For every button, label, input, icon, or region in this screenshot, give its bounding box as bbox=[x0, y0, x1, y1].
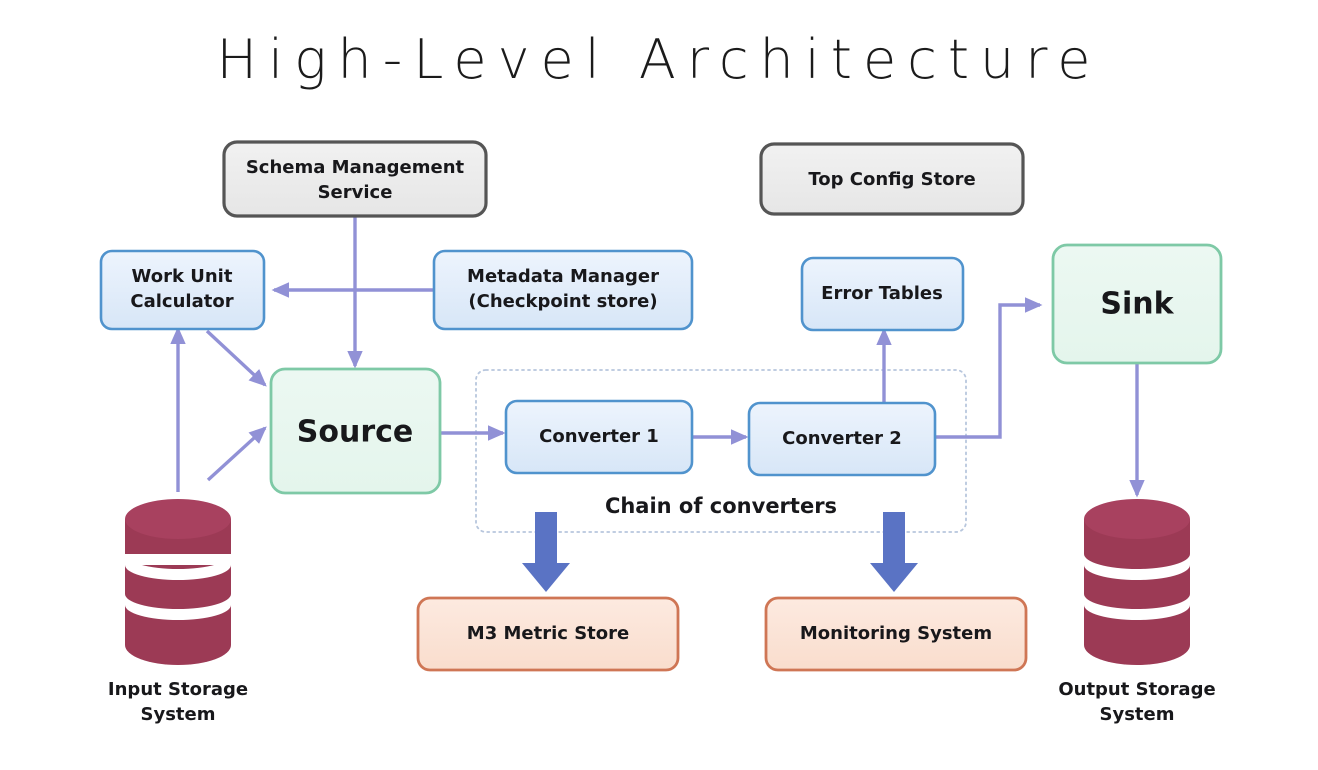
arrow-input-db-to-source bbox=[206, 426, 267, 482]
node-error-tables-label: Error Tables bbox=[821, 283, 943, 304]
chain-of-converters-boundary bbox=[475, 369, 967, 533]
node-m3-metric-store-label: M3 Metric Store bbox=[467, 623, 629, 644]
node-schema-management-service-label-line2: Service bbox=[318, 182, 393, 203]
node-sink-label: Sink bbox=[1100, 287, 1174, 322]
node-metadata-manager[interactable]: Metadata Manager (Checkpoint store) bbox=[432, 249, 694, 331]
database-cylinder-icon bbox=[1084, 499, 1190, 665]
database-input-storage-system[interactable]: Input Storage System bbox=[108, 499, 248, 725]
arrow-converter-2-to-sink bbox=[935, 297, 1043, 439]
database-input-storage-system-label-line1: Input Storage bbox=[108, 679, 248, 700]
database-output-storage-system[interactable]: Output Storage System bbox=[1058, 499, 1216, 725]
node-work-unit-calculator-label-line1: Work Unit bbox=[132, 266, 233, 287]
node-metadata-manager-label-line2: (Checkpoint store) bbox=[468, 291, 657, 312]
node-sink[interactable]: Sink bbox=[1051, 243, 1223, 365]
arrow-work-unit-to-source bbox=[205, 329, 267, 387]
connector-arrows bbox=[170, 215, 1145, 498]
node-error-tables[interactable]: Error Tables bbox=[800, 256, 965, 332]
node-converter-2[interactable]: Converter 2 bbox=[747, 401, 937, 477]
node-metadata-manager-label-line1: Metadata Manager bbox=[467, 266, 659, 287]
node-source-label: Source bbox=[297, 415, 414, 450]
database-output-storage-system-label-line2: System bbox=[1100, 704, 1175, 725]
node-converter-1[interactable]: Converter 1 bbox=[504, 399, 694, 475]
node-converter-2-label: Converter 2 bbox=[782, 428, 902, 449]
database-output-storage-system-label-line1: Output Storage bbox=[1058, 679, 1215, 700]
node-work-unit-calculator[interactable]: Work Unit Calculator bbox=[99, 249, 266, 331]
node-monitoring-system-label: Monitoring System bbox=[800, 623, 992, 644]
arrow-converter-1-to-m3-metric-store bbox=[522, 512, 570, 592]
chain-of-converters-group: Chain of converters bbox=[475, 369, 967, 533]
database-cylinder-icon bbox=[125, 499, 231, 665]
database-input-storage-system-label-line2: System bbox=[141, 704, 216, 725]
node-m3-metric-store[interactable]: M3 Metric Store bbox=[416, 596, 680, 672]
arrow-converter-2-to-monitoring-system bbox=[870, 512, 918, 592]
node-converter-1-label: Converter 1 bbox=[539, 426, 659, 447]
node-schema-management-service-label-line1: Schema Management bbox=[246, 157, 465, 178]
metric-pipe-arrows bbox=[522, 512, 918, 592]
node-monitoring-system[interactable]: Monitoring System bbox=[764, 596, 1028, 672]
chain-of-converters-caption: Chain of converters bbox=[605, 494, 837, 518]
node-top-config-store-label: Top Config Store bbox=[808, 169, 975, 190]
page-title: High-Level Architecture bbox=[216, 28, 1102, 91]
node-schema-management-service[interactable]: Schema Management Service bbox=[222, 140, 488, 218]
node-top-config-store[interactable]: Top Config Store bbox=[759, 142, 1025, 216]
node-work-unit-calculator-label-line2: Calculator bbox=[130, 291, 233, 312]
node-source[interactable]: Source bbox=[269, 367, 442, 495]
